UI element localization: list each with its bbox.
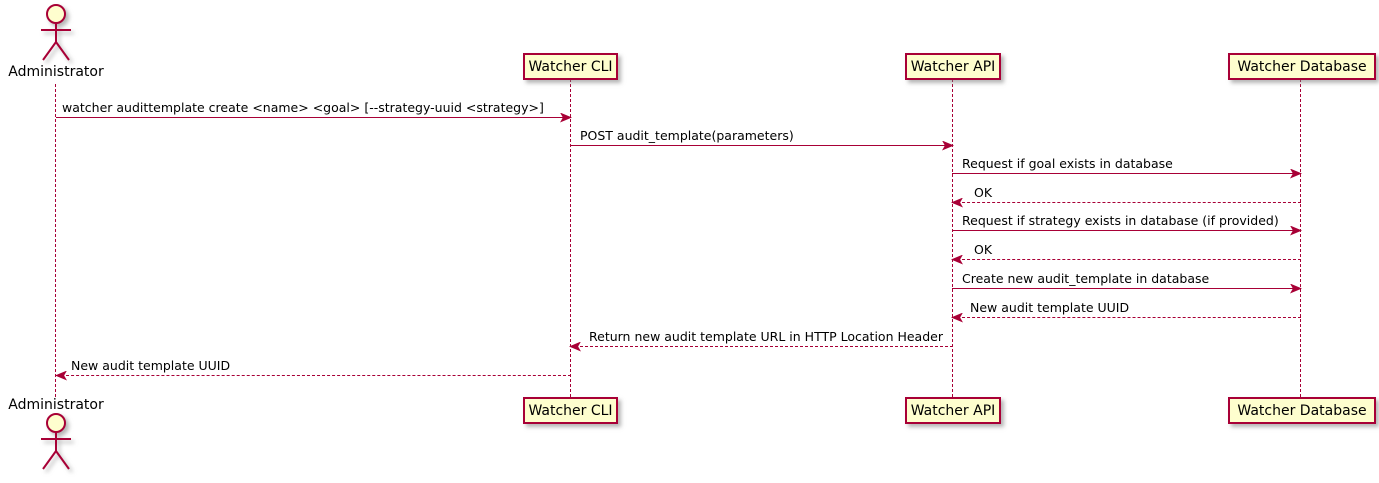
arrowhead-right-icon [1290, 168, 1302, 179]
arrowhead-right-icon [942, 140, 954, 151]
message-arrow-return-url-location-header [569, 341, 953, 352]
arrowhead-left-icon [569, 341, 581, 352]
message-label-request-goal-exists: Request if goal exists in database [962, 156, 1173, 171]
message-arrow-new-uuid-to-admin [55, 370, 571, 381]
lifeline-watcher-cli [570, 79, 571, 397]
message-arrow-create-audittemplate [56, 112, 572, 123]
participant-watcher-api-top: Watcher API [905, 53, 1001, 80]
lifeline-watcher-api [952, 79, 953, 397]
lifeline-administrator [55, 84, 56, 397]
participant-watcher-database-bottom: Watcher Database [1228, 397, 1376, 424]
message-label-create-audittemplate: watcher audittemplate create <name> <goa… [62, 100, 544, 115]
message-label-ok-goal: OK [974, 185, 993, 200]
arrowhead-left-icon [951, 197, 963, 208]
message-arrow-ok-goal [951, 197, 1301, 208]
participant-label: Watcher CLI [528, 402, 613, 419]
lifeline-watcher-database [1300, 79, 1301, 397]
arrowhead-left-icon [55, 370, 67, 381]
message-arrow-ok-strategy [951, 254, 1301, 265]
actor-label-administrator-top: Administrator [8, 64, 104, 80]
message-arrow-post-audit-template [570, 140, 954, 151]
participant-watcher-api-bottom: Watcher API [905, 397, 1001, 424]
message-arrow-create-audit-template-db [952, 283, 1302, 294]
participant-label: Watcher CLI [528, 58, 613, 75]
message-arrow-request-goal-exists [952, 168, 1302, 179]
message-label-new-uuid-to-admin: New audit template UUID [71, 358, 231, 373]
message-label-new-uuid-db: New audit template UUID [970, 300, 1130, 315]
participant-watcher-database-top: Watcher Database [1228, 53, 1376, 80]
message-label-create-audit-template-db: Create new audit_template in database [962, 271, 1210, 286]
actor-label-administrator-bottom: Administrator [8, 397, 104, 413]
message-arrow-request-strategy-exists [952, 225, 1302, 236]
participant-label: Watcher Database [1237, 58, 1367, 75]
arrowhead-right-icon [1290, 283, 1302, 294]
participant-label: Watcher Database [1237, 402, 1367, 419]
actor-icon [41, 413, 71, 470]
participant-watcher-cli-bottom: Watcher CLI [523, 397, 618, 424]
actor-icon [41, 4, 71, 61]
arrowhead-right-icon [1290, 225, 1302, 236]
message-arrow-new-uuid-db [951, 312, 1301, 323]
message-label-request-strategy-exists: Request if strategy exists in database (… [962, 213, 1279, 228]
message-label-return-url-location-header: Return new audit template URL in HTTP Lo… [589, 329, 943, 344]
participant-label: Watcher API [910, 58, 996, 75]
message-label-post-audit-template: POST audit_template(parameters) [580, 128, 794, 143]
arrowhead-right-icon [560, 112, 572, 123]
message-label-ok-strategy: OK [974, 242, 993, 257]
participant-label: Watcher API [910, 402, 996, 419]
arrowhead-left-icon [951, 312, 963, 323]
arrowhead-left-icon [951, 254, 963, 265]
participant-watcher-cli-top: Watcher CLI [523, 53, 618, 80]
